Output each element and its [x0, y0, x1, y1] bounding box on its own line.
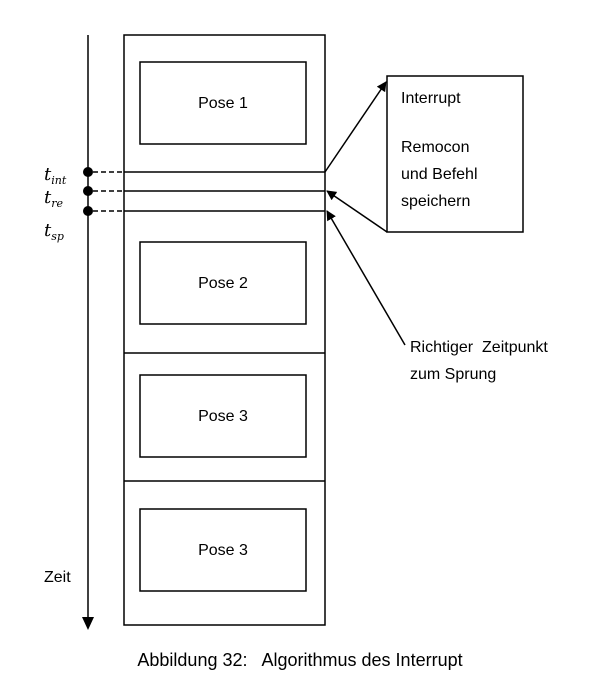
callout-title: Interrupt — [401, 90, 461, 107]
return-arrow — [326, 190, 388, 233]
callout-line-1: Remocon — [401, 139, 469, 156]
jump-arrow — [326, 210, 406, 346]
interrupt-callout-box — [386, 75, 524, 233]
t-int-label: tint — [44, 164, 67, 187]
pose-1-label: Pose 1 — [198, 95, 248, 112]
pose-4-box — [139, 508, 307, 592]
pose-3-label: Pose 3 — [198, 408, 248, 425]
pose-4-label: Pose 3 — [198, 542, 248, 559]
jump-annotation-line-2: zum Sprung — [410, 366, 496, 383]
figure-caption: Abbildung 32: Algorithmus des Interrupt — [137, 650, 462, 670]
interrupt-arrow — [324, 81, 387, 173]
time-axis-arrowhead — [82, 617, 94, 630]
time-axis-label: Zeit — [44, 569, 71, 586]
t-int-dot — [83, 167, 93, 177]
pose-1-box — [139, 61, 307, 145]
pose-2-label: Pose 2 — [198, 275, 248, 292]
pose-2-box — [139, 241, 307, 325]
pose-column — [123, 34, 326, 626]
t-re-label: tre — [44, 187, 63, 210]
t-sp-label: tsp — [44, 220, 64, 243]
pose-3-box — [139, 374, 307, 458]
t-sp-dot — [83, 206, 93, 216]
callout-line-3: speichern — [401, 193, 470, 210]
t-re-dot — [83, 186, 93, 196]
callout-line-2: und Befehl — [401, 166, 478, 183]
jump-annotation-line-1: Richtiger Zeitpunkt — [410, 339, 548, 356]
